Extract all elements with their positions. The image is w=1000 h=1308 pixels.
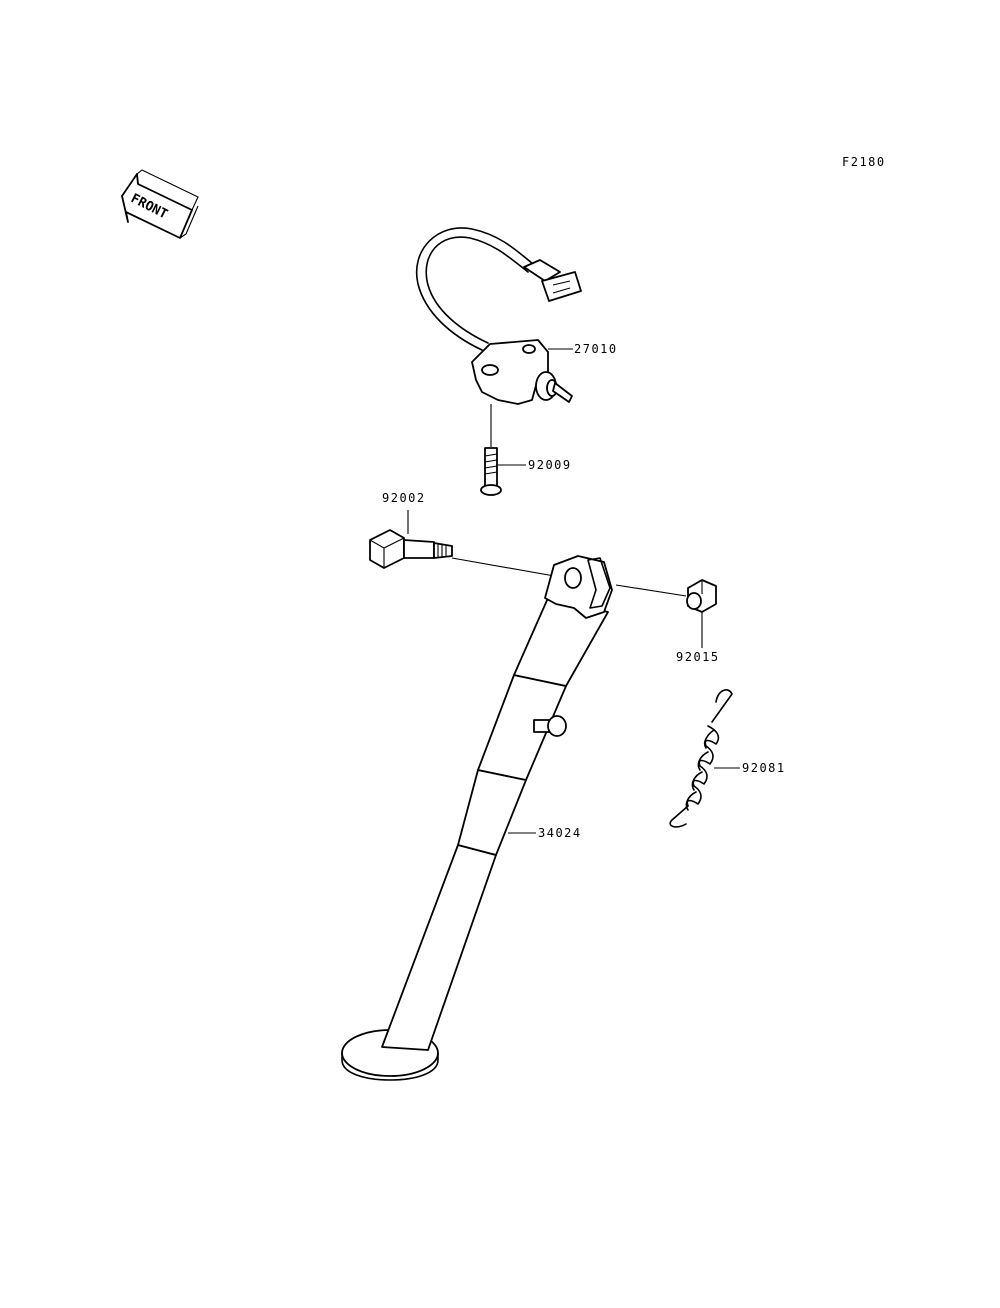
nut bbox=[686, 579, 717, 613]
label-switch-screw: 92009 bbox=[528, 458, 572, 472]
label-nut: 92015 bbox=[676, 650, 720, 664]
switch-screw bbox=[480, 447, 502, 496]
spring bbox=[669, 689, 733, 828]
label-switch: 27010 bbox=[574, 342, 618, 356]
side-stand bbox=[341, 555, 613, 1081]
figure-code: F2180 bbox=[842, 155, 886, 169]
label-side-stand: 34024 bbox=[538, 826, 582, 840]
side-stand-switch bbox=[415, 227, 582, 447]
label-spring: 92081 bbox=[742, 761, 786, 775]
front-arrow-icon: FRONT bbox=[121, 169, 199, 239]
pivot-bolt bbox=[369, 529, 453, 569]
label-pivot-bolt: 92002 bbox=[382, 491, 426, 505]
